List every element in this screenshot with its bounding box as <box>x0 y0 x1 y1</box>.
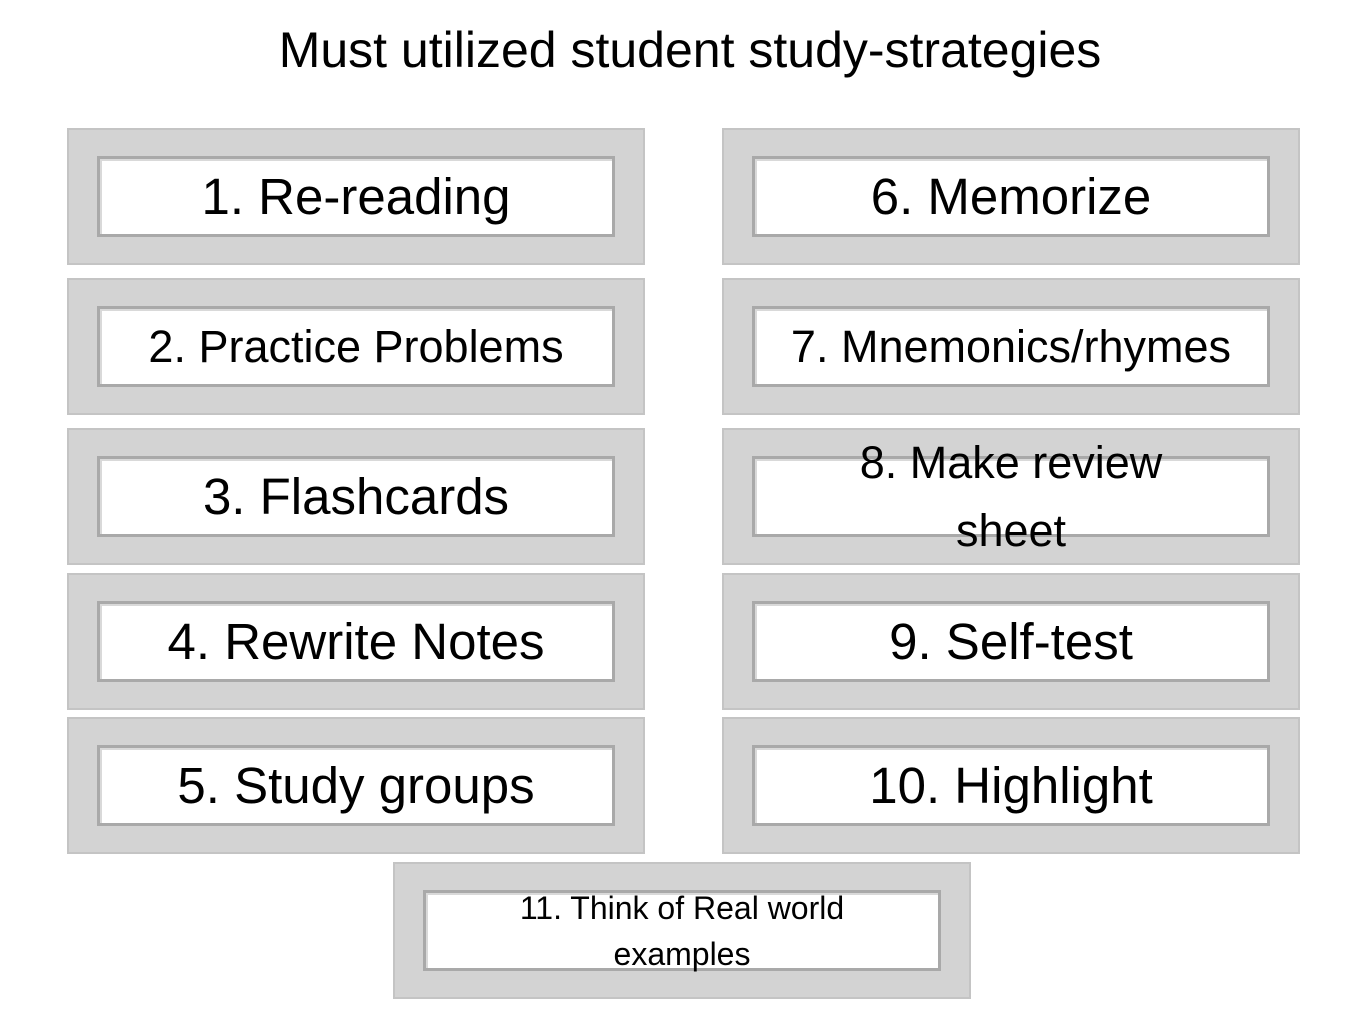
strategy-card-inner <box>752 601 1270 682</box>
strategy-card-6: 6. Memorize <box>722 128 1300 265</box>
strategy-card-inner <box>97 745 615 826</box>
page-title: Must utilized student study-strategies <box>278 22 1102 78</box>
strategy-card-2: 2. Practice Problems <box>67 278 645 415</box>
strategy-card-inner <box>97 601 615 682</box>
strategy-card-inner <box>97 306 615 387</box>
strategy-card-inner <box>752 306 1270 387</box>
strategy-label: 9. Self-test <box>889 612 1133 670</box>
strategy-card-inner <box>752 456 1270 537</box>
strategy-card-8: 8. Make review sheet <box>722 428 1300 565</box>
strategy-card-7: 7. Mnemonics/rhymes <box>722 278 1300 415</box>
strategy-label: 2. Practice Problems <box>148 320 564 372</box>
strategy-card-11: 11. Think of Real world examples <box>393 862 971 999</box>
strategy-card-4: 4. Rewrite Notes <box>67 573 645 710</box>
strategy-label: 6. Memorize <box>870 167 1152 225</box>
strategy-card-5: 5. Study groups <box>67 717 645 854</box>
strategy-card-inner <box>423 890 941 971</box>
strategy-label: 4. Rewrite Notes <box>167 612 545 670</box>
strategy-card-10: 10. Highlight <box>722 717 1300 854</box>
strategy-card-inner <box>752 156 1270 237</box>
strategy-card-inner <box>97 156 615 237</box>
strategy-label: 7. Mnemonics/rhymes <box>790 320 1232 372</box>
strategy-card-inner <box>97 456 615 537</box>
strategy-label: 3. Flashcards <box>202 467 510 525</box>
strategy-label: 10. Highlight <box>869 756 1153 814</box>
strategy-label: 5. Study groups <box>177 756 535 814</box>
strategy-label: 11. Think of Real world examples <box>519 889 845 972</box>
strategy-card-9: 9. Self-test <box>722 573 1300 710</box>
strategy-card-3: 3. Flashcards <box>67 428 645 565</box>
strategy-label: 1. Re-reading <box>201 167 511 225</box>
strategy-card-inner <box>752 745 1270 826</box>
strategy-label: 8. Make review sheet <box>859 436 1163 556</box>
strategy-card-1: 1. Re-reading <box>67 128 645 265</box>
